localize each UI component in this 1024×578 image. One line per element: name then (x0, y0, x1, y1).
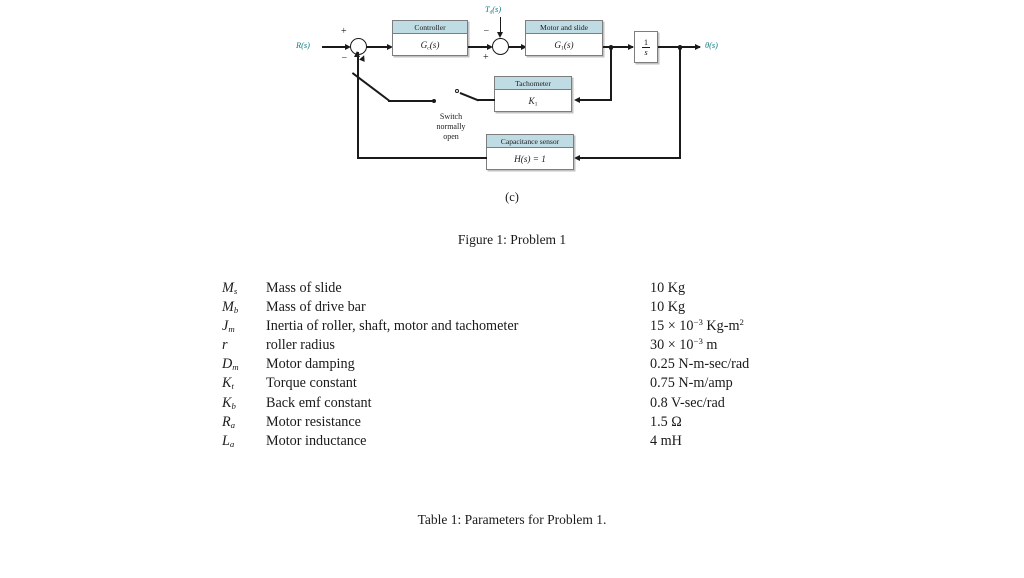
wire-motor-to-integrator (603, 46, 633, 48)
summing-junction-2-sign-bottom: + (483, 52, 489, 63)
parameter-symbol: Mb (222, 299, 239, 316)
block-capacitance-sensor: Capacitance sensor H(s) = 1 (486, 134, 574, 170)
wire-tachometer-down (610, 46, 612, 101)
parameter-value: 10 Kg (650, 280, 686, 296)
table-row: Mb Mass of drive bar 10 Kg (222, 299, 749, 318)
signal-label-disturbance: Td(s) (485, 5, 502, 16)
block-controller-header: Controller (393, 21, 467, 34)
parameter-value: 0.25 N-m-sec/rad (650, 356, 750, 373)
block-motor-and-slide-body: G1(s) (554, 40, 574, 52)
arrowhead-sensor-in (574, 154, 580, 161)
parameter-symbol: Jm (222, 318, 235, 335)
wire-input (322, 46, 347, 48)
wire-tachometer-left (578, 99, 611, 101)
switch-label-line2: normally (436, 122, 466, 131)
block-controller-body: Gc(s) (420, 40, 440, 52)
parameter-symbol: Dm (222, 356, 239, 373)
parameter-description: Motor damping (266, 356, 355, 373)
switch-open-contact[interactable] (455, 89, 459, 93)
parameter-description: Motor inductance (266, 432, 367, 449)
table-row: Dm Motor damping 0.25 N-m-sec/rad (222, 356, 749, 375)
table-row: r roller radius 30 × 10−3 m (222, 337, 749, 356)
parameter-description: Mass of slide (266, 280, 342, 296)
parameter-value: 0.75 N-m/amp (650, 375, 733, 392)
block-capacitance-sensor-header: Capacitance sensor (487, 135, 573, 148)
summing-junction-1-sign-bottom: − (341, 53, 348, 64)
parameter-value: 10 Kg (650, 299, 686, 316)
parameter-symbol: Ra (222, 413, 236, 430)
block-integrator: 1 s (634, 31, 658, 63)
parameter-description: Torque constant (266, 375, 357, 392)
integrator-denominator: s (641, 46, 651, 57)
arrowhead-disturbance (496, 32, 503, 38)
wire-sum2-to-motor (508, 46, 525, 48)
wire-controller-to-sum2 (468, 46, 491, 48)
parameter-description: roller radius (266, 337, 335, 354)
arrowhead-motor-in (521, 43, 527, 50)
arrowhead-input (345, 43, 351, 50)
arrowhead-controller-in (387, 43, 393, 50)
switch-label-line1: Switch (439, 112, 463, 121)
arrowhead-sum2-in (487, 43, 493, 50)
summing-junction-2-sign-top: − (483, 26, 490, 37)
parameter-symbol: r (222, 337, 228, 354)
block-motor-and-slide: Motor and slide G1(s) (525, 20, 603, 56)
parameter-description: Motor resistance (266, 413, 361, 430)
table-row: Ms Mass of slide 10 Kg (222, 280, 749, 299)
junction-dot-switch-node (432, 99, 437, 104)
wire-sensor-out-left (357, 157, 487, 159)
figure-block-diagram: R(s) + − Controller Gc(s) Td(s) − + Moto… (0, 0, 1024, 215)
parameters-table: Ms Mass of slide 10 Kg Mb Mass of drive bar 1… (222, 280, 749, 452)
summing-junction-2 (492, 38, 509, 55)
table-row: Kb Back emf constant 0.8 V-sec/rad (222, 395, 749, 414)
switch-label-line3: open (443, 132, 459, 141)
integrator-numerator: 1 (643, 36, 649, 47)
block-capacitance-sensor-body: H(s) = 1 (514, 154, 546, 164)
parameter-symbol: Kb (222, 394, 236, 411)
switch-blade[interactable] (459, 92, 479, 102)
parameter-symbol: La (222, 432, 235, 449)
table-row: Kt Torque constant 0.75 N-m/amp (222, 375, 749, 394)
wire-switch-node-left (388, 100, 434, 102)
parameter-symbol: Kt (222, 375, 234, 392)
figure-caption: Figure 1: Problem 1 (457, 232, 567, 247)
table-row: Ra Motor resistance 1.5 Ω (222, 414, 749, 433)
parameter-value: 1.5 Ω (650, 413, 682, 430)
signal-label-output: θ(s) (705, 41, 718, 50)
block-controller: Controller Gc(s) (392, 20, 468, 56)
wire-switch-to-tachometer (477, 99, 495, 101)
parameters-table-wrap: Ms Mass of slide 10 Kg Mb Mass of drive bar 1… (0, 280, 1024, 452)
wire-sensor-down (679, 46, 681, 159)
wire-sensor-up-to-sum1 (357, 52, 359, 158)
signal-label-input: R(s) (296, 41, 310, 50)
block-tachometer-body: K1 (528, 96, 538, 108)
wire-sensor-left (578, 157, 680, 159)
parameter-symbol: Ms (222, 280, 238, 297)
arrowhead-sum1-sensor-feedback (354, 51, 361, 57)
table-row: La Motor inductance 4 mH (222, 433, 749, 452)
arrowhead-integrator-in (628, 43, 634, 50)
parameter-value: 4 mH (650, 432, 682, 449)
arrowhead-tachometer-in (574, 96, 580, 103)
wire-disturbance (499, 17, 502, 34)
table-row: Jm Inertia of roller, shaft, motor and ta… (222, 318, 749, 337)
parameter-value: 30 × 10−3 m (650, 336, 718, 354)
arrowhead-output (695, 43, 701, 50)
block-tachometer-header: Tachometer (495, 77, 571, 90)
table-caption: Table 1: Parameters for Problem 1. (417, 512, 607, 527)
block-tachometer: Tachometer K1 (494, 76, 572, 112)
block-motor-and-slide-header: Motor and slide (526, 21, 602, 34)
parameter-value: 0.8 V-sec/rad (650, 394, 725, 411)
parameter-value: 15 × 10−3 Kg-m2 (650, 317, 744, 335)
parameter-description: Mass of drive bar (266, 299, 366, 316)
subfigure-label: (c) (505, 190, 519, 204)
parameter-description: Back emf constant (266, 394, 372, 411)
parameter-description: Inertia of roller, shaft, motor and tach… (266, 318, 519, 335)
summing-junction-1-sign-top: + (341, 26, 347, 37)
wire-sum1-to-controller (366, 46, 391, 48)
